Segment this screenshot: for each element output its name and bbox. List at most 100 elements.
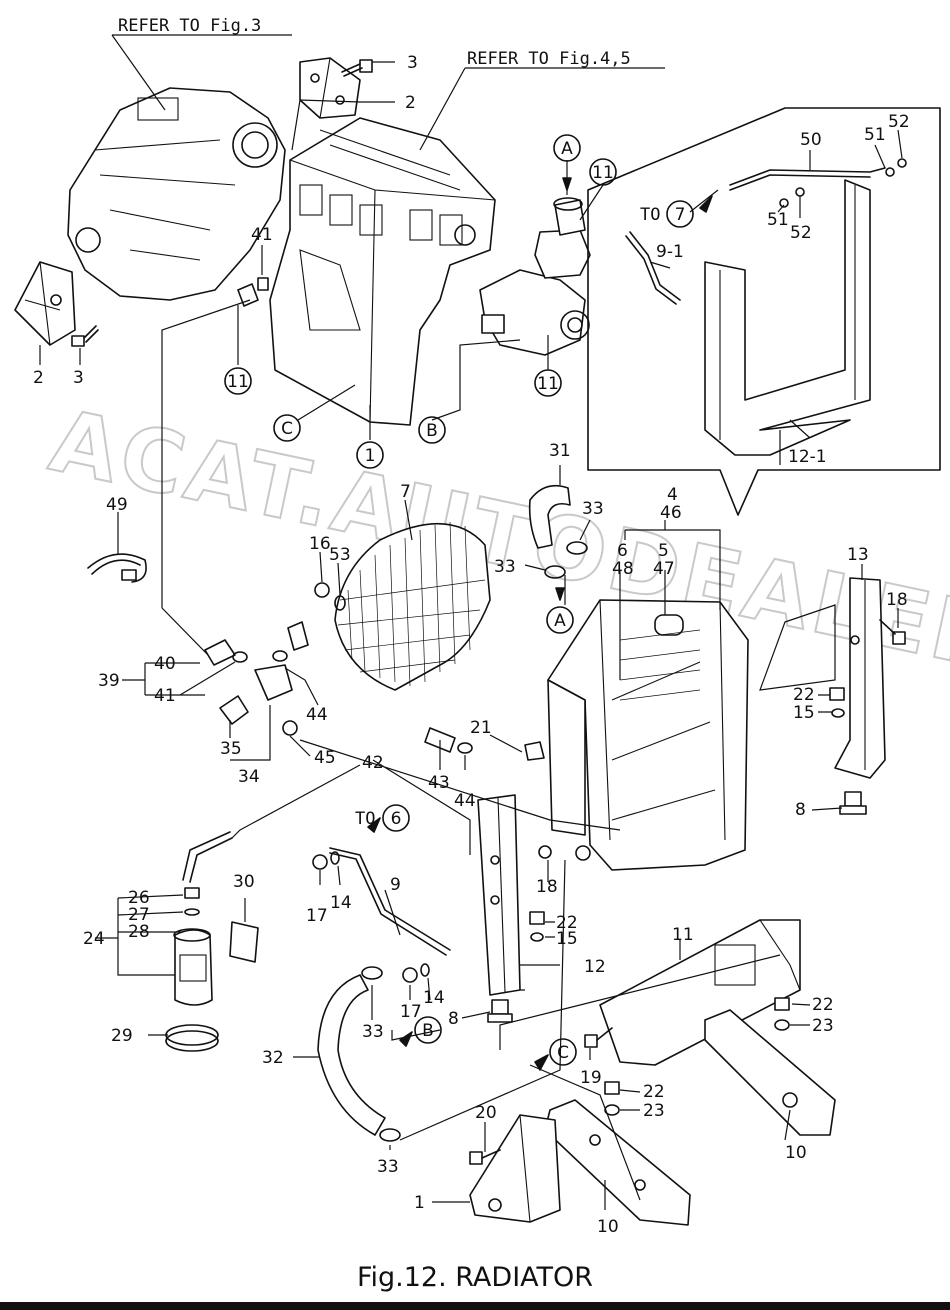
bypass-pipe-assembly [204,582,346,736]
callout-22-right: 22 [793,685,815,705]
drain-pipe-9 [312,847,451,956]
callout-3-left: 3 [73,368,84,388]
mark-a-mid: A [554,611,566,631]
part-callouts: 3 2 2 3 41 50 51 52 51 52 9-1 12-1 31 4 … [33,53,910,1237]
mark-circle-7 [666,200,694,228]
callout-46: 46 [660,503,682,523]
callout-22-frame: 22 [812,995,834,1015]
callout-8-right: 8 [795,800,806,820]
callout-9-1: 9-1 [656,242,684,262]
leader-lines [39,34,903,1210]
reference-labels: REFER TO Fig.3 REFER TO Fig.4,5 TO TO [118,16,660,829]
to-6-label: TO [355,809,375,829]
flow-arrows [367,177,713,1071]
callout-47: 47 [653,559,675,579]
to-7-label: TO [640,205,660,225]
bolt-left [71,325,99,347]
upper-hose [528,484,571,549]
upper-hose-clamp [544,541,588,579]
tank-band-29 [165,1024,219,1052]
callout-23-center: 23 [643,1101,665,1121]
callout-33-low: 33 [362,1022,384,1042]
callout-43: 43 [428,773,450,793]
mounting-bracket-left [14,261,76,346]
callout-33-bottom: 33 [377,1157,399,1177]
callout-26: 26 [128,888,150,908]
callout-10-right: 10 [785,1143,807,1163]
callout-32: 32 [262,1048,284,1068]
callout-22-mid: 22 [556,913,578,933]
reserve-tank [173,887,213,1006]
callout-44-right: 44 [454,791,476,811]
callout-50: 50 [800,130,822,150]
callout-2-top: 2 [405,93,416,113]
callout-4: 4 [667,485,678,505]
figure-caption: Fig.12. RADIATOR [356,1262,594,1293]
callout-29: 29 [111,1026,133,1046]
callout-49: 49 [106,495,128,515]
mark-11-a: 11 [592,163,614,183]
callout-33-upper: 33 [582,499,604,519]
callout-5: 5 [658,541,669,561]
nut-washer-right [829,687,845,718]
mark-circle-c-low [549,1038,577,1066]
callout-45: 45 [314,748,336,768]
engine-block [269,117,496,426]
callout-21: 21 [470,718,492,738]
callout-17-left: 17 [306,906,328,926]
callout-41-top: 41 [251,225,273,245]
callout-41-low: 41 [154,686,176,706]
callout-39: 39 [98,671,120,691]
mark-circle-11-a [589,158,617,186]
callout-51-low: 51 [767,210,789,230]
callout-16: 16 [309,534,331,554]
nuts-22-23-center [604,1081,620,1116]
mark-c-top: C [281,419,293,439]
inset-detail-box [587,107,941,516]
refer-fig3-label: REFER TO Fig.3 [118,16,261,36]
callout-53: 53 [329,545,351,565]
drain-pipe-42 [182,831,233,883]
callout-28: 28 [128,922,150,942]
callout-8-front: 8 [448,1009,459,1029]
drain-pipe-inset [625,231,681,305]
mark-circle-11-c [534,369,562,397]
refer-fig45-label: REFER TO Fig.4,5 [467,49,631,69]
callout-11: 11 [672,925,694,945]
bottom-rule [0,1302,950,1310]
callout-19: 19 [580,1068,602,1088]
callout-2-left: 2 [33,368,44,388]
mark-circle-1 [356,441,384,469]
mark-b-low: B [422,1021,434,1041]
callout-12: 12 [584,957,606,977]
mark-1: 1 [365,446,376,466]
callout-33-mid: 33 [494,557,516,577]
mark-11-c: 11 [537,374,559,394]
mark-circle-6 [382,804,410,832]
callout-27: 27 [128,905,150,925]
mark-a-top: A [561,139,573,159]
lower-hose [317,966,401,1142]
callout-23-frame: 23 [812,1016,834,1036]
callout-52-low: 52 [790,223,812,243]
callout-15-mid: 15 [556,929,578,949]
mark-circle-a-mid [546,606,574,634]
rubber-mount-front [487,999,513,1023]
fan-guard [334,521,491,691]
mark-circle-b-top [418,416,446,444]
callout-40: 40 [154,654,176,674]
bolt-17-washer-14 [402,963,430,983]
mark-6: 6 [391,809,402,829]
callout-3-top: 3 [407,53,418,73]
callout-13: 13 [847,545,869,565]
water-pump-assembly [479,197,591,356]
mark-circle-11-b [224,367,252,395]
callout-14-left: 14 [330,893,352,913]
hose-clamp-49 [87,553,147,583]
callout-12-1: 12-1 [788,447,827,467]
breather-pipe-inset [729,158,907,208]
callout-24: 24 [83,929,105,949]
support-frame [599,919,801,1066]
callout-51-top: 51 [864,125,886,145]
